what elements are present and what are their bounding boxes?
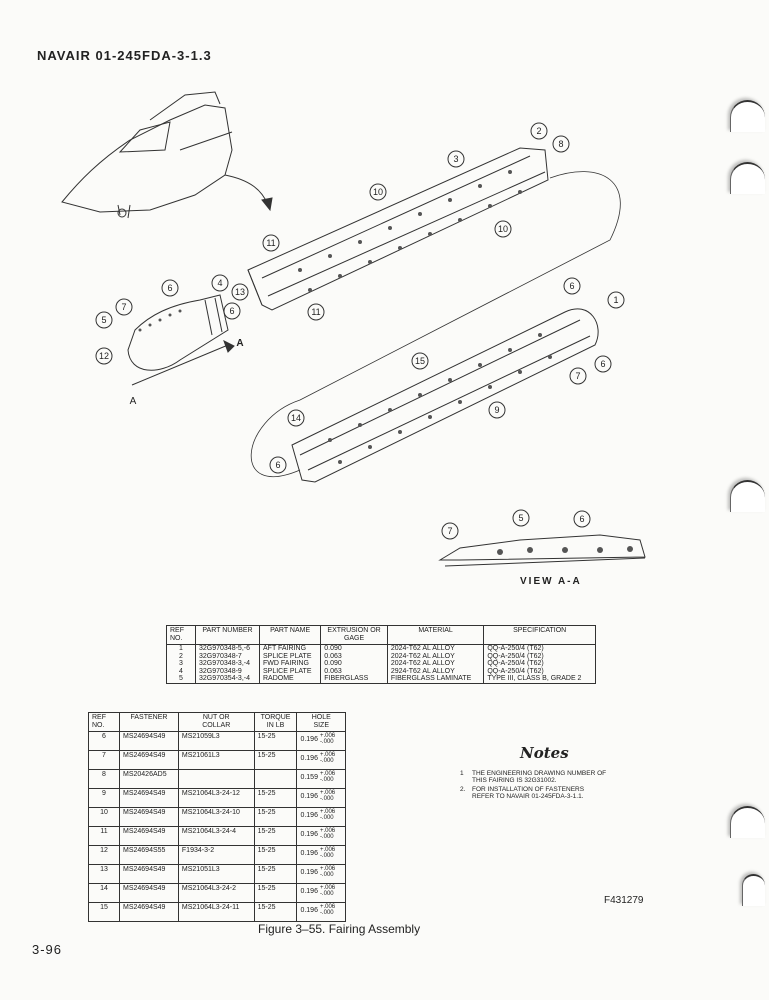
svg-text:6: 6	[569, 281, 574, 291]
fairing-illustration: 1 2 3 5 6 6 6 6 6 5 6 7 7 7 8 9 10 10 11…	[61, 91, 646, 567]
location-arrow	[224, 174, 269, 206]
callout-2: 2	[536, 126, 541, 136]
section-arrow-label: A	[236, 338, 243, 349]
callout-11: 11	[266, 238, 275, 248]
svg-text:A: A	[130, 396, 137, 407]
col-material: MATERIAL	[386, 625, 485, 645]
note-item: 2.FOR INSTALLATION OF FASTENERS REFER TO…	[460, 786, 585, 800]
binder-hole	[730, 806, 765, 838]
binder-hole	[730, 162, 765, 194]
callout-4: 4	[217, 278, 222, 288]
callout-1: 1	[613, 295, 618, 305]
callout-7: 7	[121, 302, 126, 312]
svg-text:10: 10	[498, 224, 508, 234]
col-part-name: PART NAME	[258, 625, 322, 645]
parts-specification-table: REF NO. PART NUMBER PART NAME EXTRUSION …	[166, 625, 596, 684]
callout-15: 15	[415, 356, 425, 366]
page-number: 3-96	[32, 942, 63, 957]
aircraft-nose	[61, 104, 233, 213]
col-gage: EXTRUSION OR GAGE	[320, 625, 388, 645]
callout-10: 10	[373, 187, 383, 197]
callout-13: 13	[235, 287, 245, 297]
callout-3: 3	[453, 154, 458, 164]
svg-text:6: 6	[275, 460, 280, 470]
svg-text:11: 11	[311, 307, 320, 317]
callout-9: 9	[494, 405, 499, 415]
col-specification: SPECIFICATION	[483, 625, 596, 645]
fastener-table: REF NO. FASTENER NUT OR COLLAR TORQUE IN…	[88, 712, 346, 922]
svg-text:5: 5	[518, 513, 523, 523]
table-header-row: REF NO. FASTENER NUT OR COLLAR TORQUE IN…	[88, 712, 346, 732]
view-a-a-section	[438, 534, 646, 567]
forward-fairing	[247, 147, 549, 311]
svg-text:7: 7	[575, 371, 580, 381]
svg-text:7: 7	[447, 526, 452, 536]
callout-12: 12	[99, 351, 109, 361]
aft-fairing	[291, 308, 599, 483]
figure-code: F431279	[604, 895, 644, 906]
notes-title: Notes	[520, 744, 569, 762]
svg-text:6: 6	[579, 514, 584, 524]
svg-text:6: 6	[600, 359, 605, 369]
figure-caption: Figure 3–55. Fairing Assembly	[258, 922, 421, 936]
col-ref-no: REF NO.	[166, 625, 196, 645]
binder-hole	[742, 874, 765, 906]
callout-6: 6	[167, 283, 172, 293]
radome-assembly	[127, 294, 235, 386]
callout-8: 8	[558, 139, 563, 149]
svg-text:6: 6	[229, 306, 234, 316]
binder-hole	[730, 100, 765, 132]
document-number: NAVAIR 01-245FDA-3-1.3	[37, 48, 212, 63]
callout-14: 14	[291, 413, 301, 423]
envelope-outline	[250, 171, 621, 477]
col-part-number: PART NUMBER	[195, 625, 260, 645]
view-label: VIEW A-A	[520, 576, 582, 587]
binder-hole	[730, 480, 765, 512]
callout-5: 5	[101, 315, 106, 325]
table-header-row: REF NO. PART NUMBER PART NAME EXTRUSION …	[166, 625, 596, 645]
